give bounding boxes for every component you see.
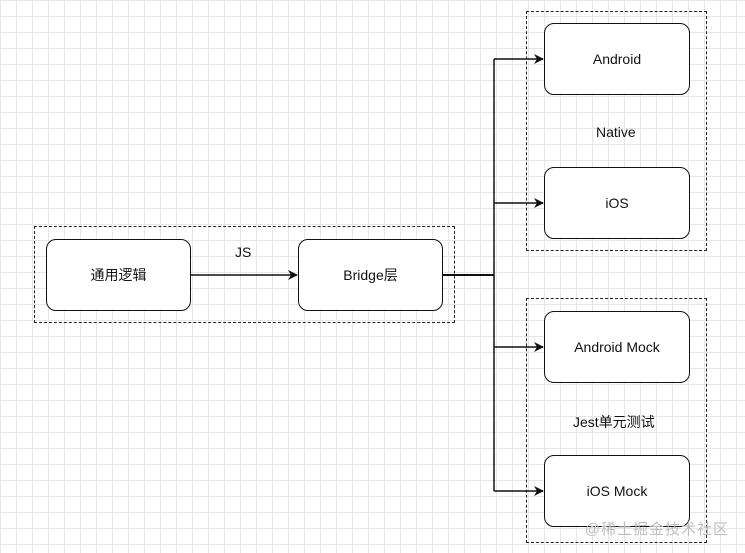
- group-label-native: Native: [596, 124, 636, 140]
- node-android-mock: Android Mock: [544, 311, 690, 383]
- group-label-jest: Jest单元测试: [573, 414, 655, 430]
- jest-group-frame: [526, 298, 707, 543]
- node-bridge: Bridge层: [298, 239, 443, 311]
- node-ios: iOS: [544, 167, 690, 239]
- edge-label-js: JS: [235, 244, 252, 260]
- node-common-logic: 通用逻辑: [46, 239, 191, 311]
- node-ios-mock: iOS Mock: [544, 455, 690, 527]
- node-android: Android: [544, 23, 690, 95]
- native-group-frame: [526, 11, 707, 251]
- watermark: @稀土掘金技术社区: [584, 521, 729, 538]
